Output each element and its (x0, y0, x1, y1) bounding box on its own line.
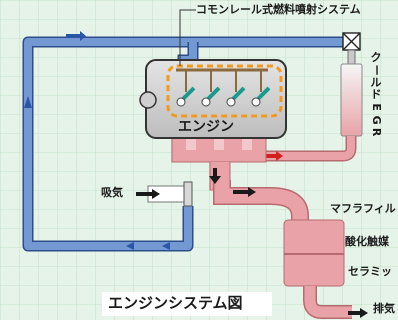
injector-icon (201, 70, 221, 107)
intake-flow-arrow (24, 96, 32, 108)
exhaust-flow-arrow (348, 308, 368, 318)
injector-icon (176, 70, 196, 107)
catalyst-label: 酸化触媒 (345, 235, 389, 248)
exhaust-flow-arrow (209, 168, 221, 184)
egr-flow-arrow (262, 151, 283, 161)
egr-cooler-icon (262, 49, 363, 162)
muffler-label: マフラフィル (330, 202, 396, 215)
egr-label-char: ク (370, 51, 382, 64)
exhaust-pipe (213, 180, 309, 222)
fuel-injectors (176, 70, 271, 107)
intake-flow-arrow (126, 242, 134, 250)
intake-throttle (147, 181, 193, 207)
injector-icon (251, 70, 271, 107)
injector-icon (226, 70, 246, 107)
exhaust-label: 排気 (373, 302, 395, 315)
exhaust-flow-arrow (233, 187, 256, 197)
egr-label-char: ド (370, 87, 382, 101)
ceramic-label: セラミッ (348, 265, 392, 278)
intake-label: 吸気 (101, 186, 123, 199)
engine-label: エンジン (178, 119, 234, 135)
egr-label-char: R (370, 127, 384, 137)
catalyst-muffler (283, 219, 352, 319)
intake-arrow (136, 189, 160, 199)
engine-block (139, 59, 287, 139)
diagram-title-box (102, 292, 272, 316)
valve-x-icon (342, 32, 361, 51)
callout-line (179, 9, 196, 66)
egr-label-char: ー (370, 64, 384, 76)
common-rail-label: コモンレール式燃料噴射システム (196, 3, 361, 16)
intake-flow-arrow (162, 242, 170, 250)
common-rail-outline (166, 64, 283, 118)
egr-label-char: ル (370, 75, 382, 89)
intake-flow-arrow (66, 31, 86, 41)
diagram-title: エンジンシステム図 (108, 294, 243, 312)
